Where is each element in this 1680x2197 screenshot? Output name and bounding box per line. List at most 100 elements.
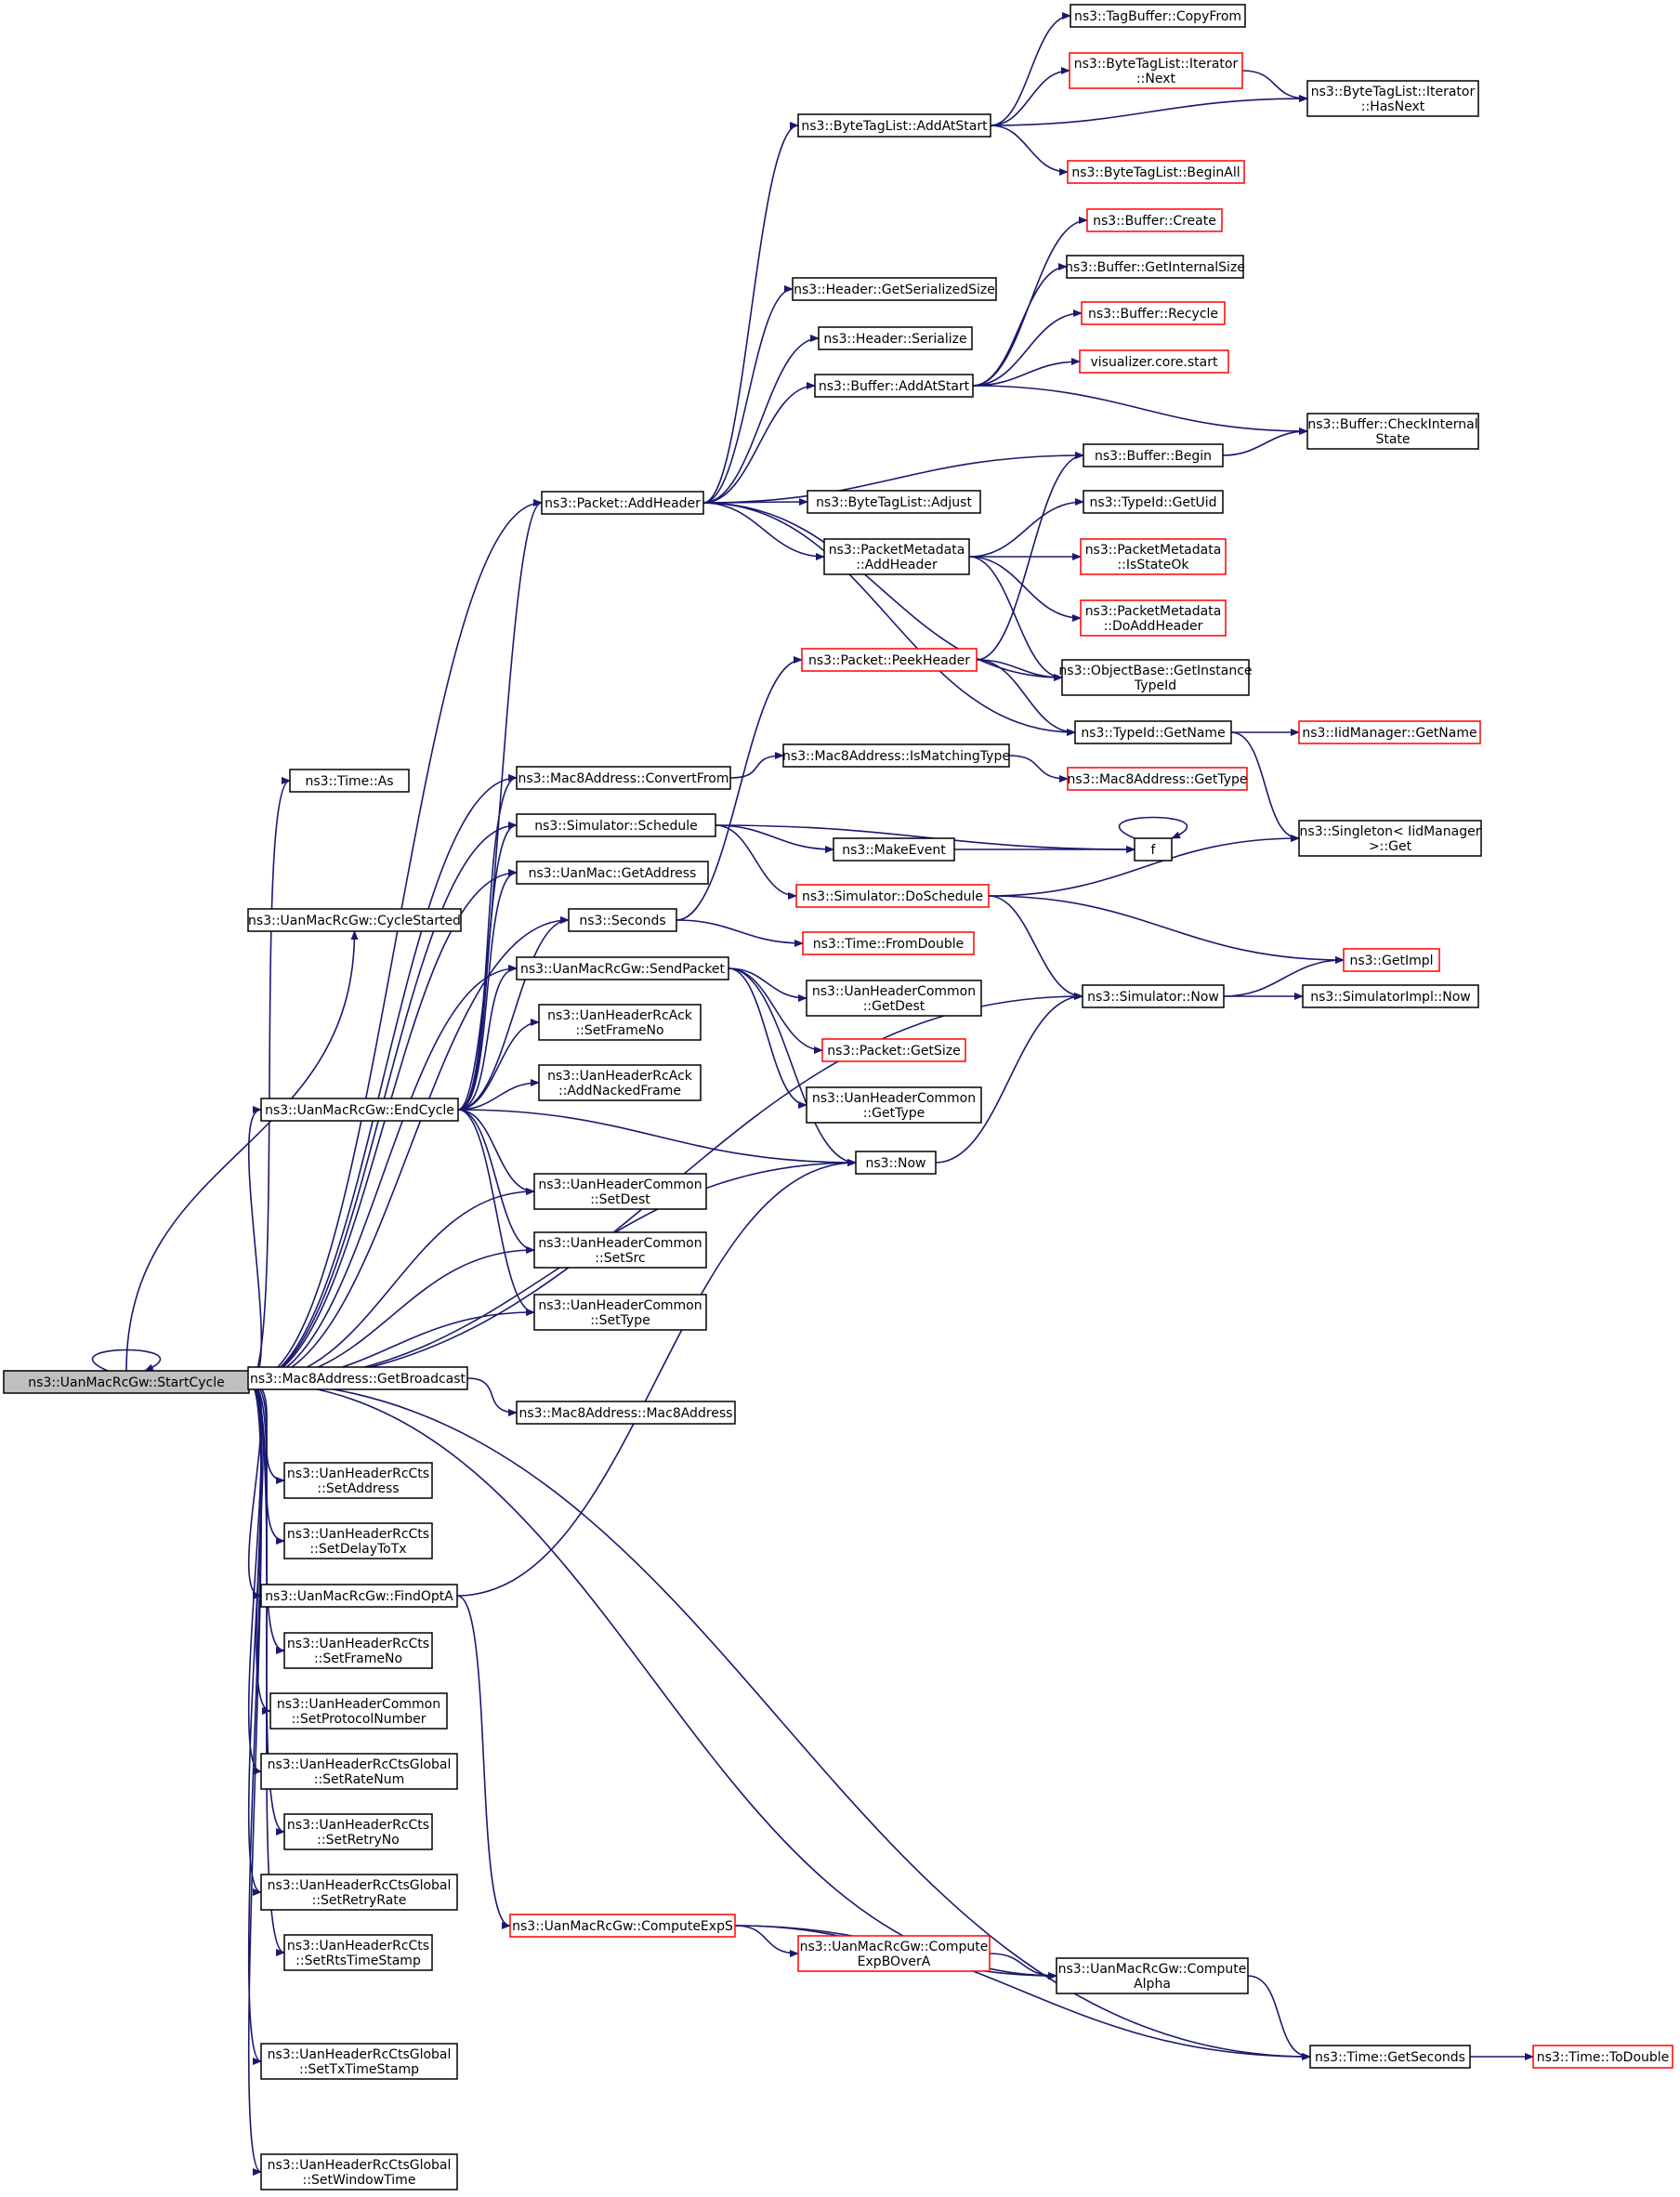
node-uhcset-type[interactable]: ns3::UanHeaderCommon::SetType <box>533 1294 707 1331</box>
edge-compute-exp-s-to-compute-exp-bover-a <box>734 1925 799 1957</box>
node-viz-start[interactable]: visualizer.core.start <box>1079 349 1229 374</box>
node-find-opt-a[interactable]: ns3::UanMacRcGw::FindOptA <box>260 1584 458 1608</box>
node-header-serialize[interactable]: ns3::Header::Serialize <box>818 326 973 350</box>
edge-start-cycle-to-time-get-seconds <box>248 1381 1311 2060</box>
node-end-cycle[interactable]: ns3::UanMacRcGw::EndCycle <box>260 1098 459 1122</box>
edge-peek-header-to-get-instance-type-id <box>976 659 1063 681</box>
node-tag-buffer-copy-from[interactable]: ns3::TagBuffer::CopyFrom <box>1070 4 1246 28</box>
node-time-get-seconds[interactable]: ns3::Time::GetSeconds <box>1309 2045 1471 2069</box>
edge-end-cycle-to-send-packet <box>457 965 518 1111</box>
node-label: ns3::Buffer::Begin <box>1095 449 1212 464</box>
node-is-matching-type[interactable]: ns3::Mac8Address::IsMatchingType <box>782 743 1010 768</box>
node-uan-mac-get-address[interactable]: ns3::UanMac::GetAddress <box>516 861 709 885</box>
node-uhcset-proto[interactable]: ns3::UanHeaderCommon::SetProtocolNumber <box>269 1692 448 1730</box>
node-time-to-double[interactable]: ns3::Time::ToDouble <box>1532 2045 1673 2069</box>
node-cts-gset-tx-ts[interactable]: ns3::UanHeaderRcCtsGlobal::SetTxTimeStam… <box>260 2043 458 2080</box>
node-begin-all[interactable]: ns3::ByteTagList::BeginAll <box>1067 160 1245 184</box>
node-buffer-add-at-start[interactable]: ns3::Buffer::AddAtStart <box>814 374 974 398</box>
node-now[interactable]: ns3::Now <box>855 1151 937 1175</box>
node-label: ns3::PacketMetadata <box>829 543 965 558</box>
node-send-packet[interactable]: ns3::UanMacRcGw::SendPacket <box>516 956 729 980</box>
node-sim-schedule[interactable]: ns3::Simulator::Schedule <box>516 813 716 837</box>
node-label: ns3::UanHeaderRcCtsGlobal <box>268 2158 452 2173</box>
node-make-event[interactable]: ns3::MakeEvent <box>833 837 955 862</box>
node-mac8-get-type[interactable]: ns3::Mac8Address::GetType <box>1067 767 1248 791</box>
node-buffer-create[interactable]: ns3::Buffer::Create <box>1086 208 1223 232</box>
node-cts-set-retry-no[interactable]: ns3::UanHeaderRcCts::SetRetryNo <box>283 1813 433 1850</box>
node-ack-set-frame-no[interactable]: ns3::UanHeaderRcAck::SetFrameNo <box>538 1004 702 1041</box>
node-get-impl[interactable]: ns3::GetImpl <box>1343 948 1440 972</box>
node-pmadd-header[interactable]: ns3::PacketMetadata::AddHeader <box>823 538 970 575</box>
node-label: ns3::Singleton< IidManager <box>1300 824 1481 839</box>
node-label: State <box>1375 432 1410 447</box>
node-singleton-get[interactable]: ns3::Singleton< IidManager>::Get <box>1298 820 1482 857</box>
node-iid-get-name[interactable]: ns3::IidManager::GetName <box>1298 720 1481 744</box>
edge-seconds-to-from-double <box>676 919 804 947</box>
node-do-schedule[interactable]: ns3::Simulator::DoSchedule <box>795 884 990 908</box>
node-buffer-recycle[interactable]: ns3::Buffer::Recycle <box>1081 301 1226 325</box>
node-cts-gset-rate-num[interactable]: ns3::UanHeaderRcCtsGlobal::SetRateNum <box>260 1753 458 1790</box>
node-cts-set-rts-ts[interactable]: ns3::UanHeaderRcCts::SetRtsTimeStamp <box>283 1934 433 1971</box>
node-box <box>1298 720 1481 744</box>
node-box <box>260 1584 458 1608</box>
node-btladjust[interactable]: ns3::ByteTagList::Adjust <box>807 490 981 514</box>
node-type-id-get-uid[interactable]: ns3::TypeId::GetUid <box>1083 490 1224 514</box>
node-box <box>1532 2045 1673 2069</box>
node-cts-set-address[interactable]: ns3::UanHeaderRcCts::SetAddress <box>283 1462 433 1499</box>
node-box <box>538 1004 702 1041</box>
node-box <box>801 648 978 672</box>
node-box <box>283 1632 433 1669</box>
node-label: ns3::ObjectBase::GetInstance <box>1058 664 1252 678</box>
node-type-id-get-name[interactable]: ns3::TypeId::GetName <box>1074 720 1232 744</box>
node-cts-gset-retry-rate[interactable]: ns3::UanHeaderRcCtsGlobal::SetRetryRate <box>260 1874 458 1911</box>
node-cycle-started[interactable]: ns3::UanMacRcGw::CycleStarted <box>247 908 462 932</box>
node-uhcset-dest[interactable]: ns3::UanHeaderCommon::SetDest <box>533 1173 707 1210</box>
node-mac8-ctor[interactable]: ns3::Mac8Address::Mac8Address <box>516 1401 736 1425</box>
node-uhcget-type[interactable]: ns3::UanHeaderCommon::GetType <box>806 1086 982 1124</box>
node-seconds[interactable]: ns3::Seconds <box>568 908 677 932</box>
node-get-internal-size[interactable]: ns3::Buffer::GetInternalSize <box>1065 255 1245 279</box>
node-iter-has-next[interactable]: ns3::ByteTagList::Iterator::HasNext <box>1306 80 1479 117</box>
node-cts-gset-window-time[interactable]: ns3::UanHeaderRcCtsGlobal::SetWindowTime <box>260 2153 458 2190</box>
node-label: ns3::UanHeaderRcCts <box>287 1939 429 1954</box>
node-sim-now[interactable]: ns3::Simulator::Now <box>1082 984 1225 1008</box>
node-label: ns3::Mac8Address::GetBroadcast <box>250 1372 466 1387</box>
node-box <box>568 908 677 932</box>
node-label: f <box>1151 843 1157 858</box>
edge-do-schedule-to-get-impl <box>988 895 1345 964</box>
node-uhcget-dest[interactable]: ns3::UanHeaderCommon::GetDest <box>806 980 982 1017</box>
node-sim-impl-now[interactable]: ns3::SimulatorImpl::Now <box>1302 984 1479 1008</box>
node-add-nacked-frame[interactable]: ns3::UanHeaderRcAck::AddNackedFrame <box>538 1064 702 1101</box>
edge-find-opt-a-to-now <box>456 1159 857 1597</box>
node-time-as[interactable]: ns3::Time::As <box>289 769 410 793</box>
node-pmis-state-ok[interactable]: ns3::PacketMetadata::IsStateOk <box>1080 538 1227 575</box>
edge-buffer-add-at-start-to-get-internal-size <box>972 263 1068 387</box>
node-f[interactable]: f <box>1134 837 1173 862</box>
node-uhcset-src[interactable]: ns3::UanHeaderCommon::SetSrc <box>533 1231 707 1269</box>
node-packet-get-size[interactable]: ns3::Packet::GetSize <box>821 1038 966 1062</box>
edge-pmadd-header-to-get-instance-type-id <box>968 556 1063 681</box>
node-peek-header[interactable]: ns3::Packet::PeekHeader <box>801 648 978 672</box>
node-buffer-begin[interactable]: ns3::Buffer::Begin <box>1083 443 1224 467</box>
node-compute-exp-s[interactable]: ns3::UanMacRcGw::ComputeExpS <box>509 1914 736 1938</box>
node-box <box>1067 160 1245 184</box>
node-label: ns3::Mac8Address::ConvertFrom <box>518 771 728 786</box>
node-get-broadcast[interactable]: ns3::Mac8Address::GetBroadcast <box>247 1366 468 1390</box>
edge-peek-header-to-buffer-begin <box>976 452 1084 661</box>
node-pmdo-add-header[interactable]: ns3::PacketMetadata::DoAddHeader <box>1080 599 1227 637</box>
node-iter-next[interactable]: ns3::ByteTagList::Iterator::Next <box>1069 52 1243 89</box>
node-cts-set-delay-to-tx[interactable]: ns3::UanHeaderRcCts::SetDelayToTx <box>283 1522 433 1559</box>
node-cts-set-frame-no[interactable]: ns3::UanHeaderRcCts::SetFrameNo <box>283 1632 433 1669</box>
node-box <box>1056 1957 1249 1994</box>
node-convert-from[interactable]: ns3::Mac8Address::ConvertFrom <box>516 766 731 790</box>
node-packet-add-header[interactable]: ns3::Packet::AddHeader <box>541 491 704 515</box>
node-box <box>516 766 731 790</box>
node-add-at-start-btl[interactable]: ns3::ByteTagList::AddAtStart <box>797 113 991 138</box>
node-from-double[interactable]: ns3::Time::FromDouble <box>802 931 975 955</box>
node-start-cycle[interactable]: ns3::UanMacRcGw::StartCycle <box>3 1370 250 1394</box>
node-get-serialized-size[interactable]: ns3::Header::GetSerializedSize <box>792 277 997 301</box>
